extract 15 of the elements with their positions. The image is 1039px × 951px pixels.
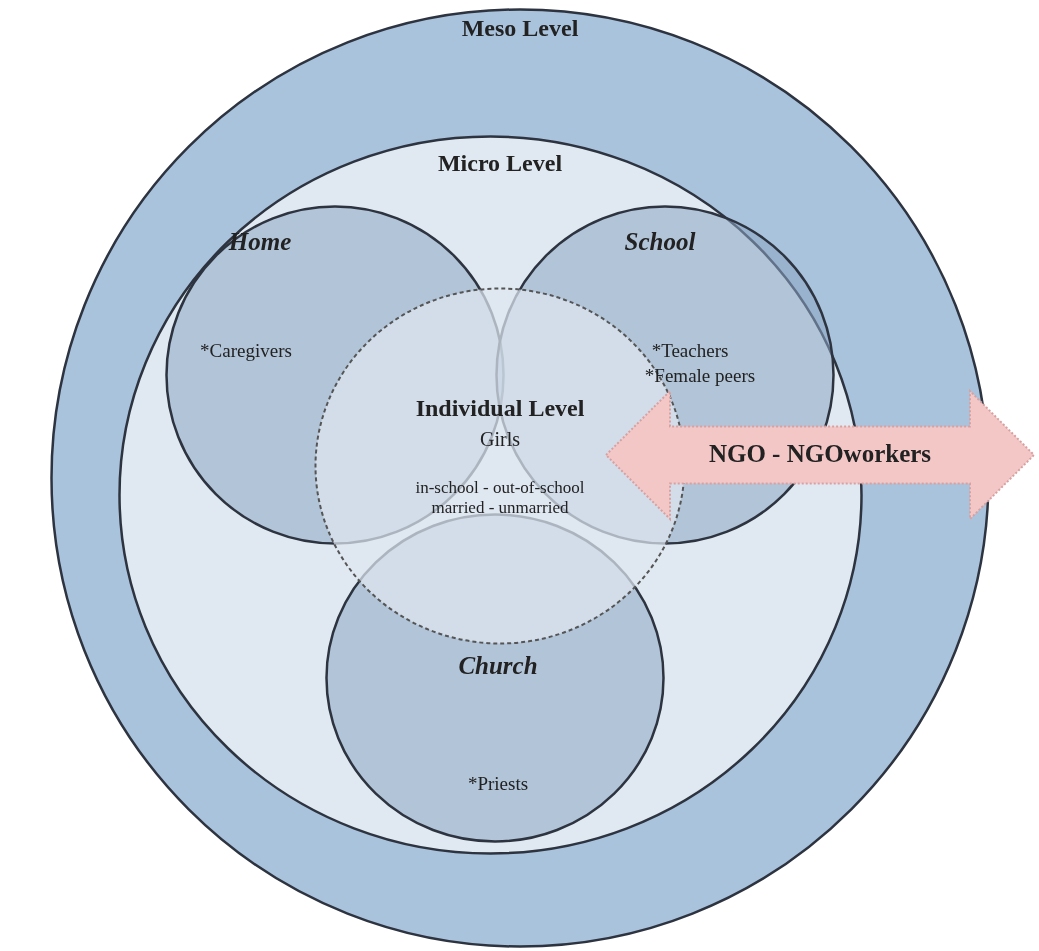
double-arrow [605,390,1035,520]
level-title: Meso Level [460,15,580,43]
outer-ring [50,8,990,948]
circle-title: Home [227,228,293,257]
list-item: *Caregivers [199,340,293,362]
level-title: Individual Level [414,395,586,423]
list-item: *Priests [466,773,530,795]
level-title: Micro Level [436,150,564,178]
arrow-label: NGO - NGOworkers [707,440,933,469]
description-text: in-school - out-of-school married - unmarried [414,478,586,518]
list-item: *Female peers [643,365,757,387]
circle-title: Church [457,652,539,681]
group-label: Girls [479,428,521,451]
circle-title: School [623,228,697,257]
list-item: *Teachers [650,340,730,362]
